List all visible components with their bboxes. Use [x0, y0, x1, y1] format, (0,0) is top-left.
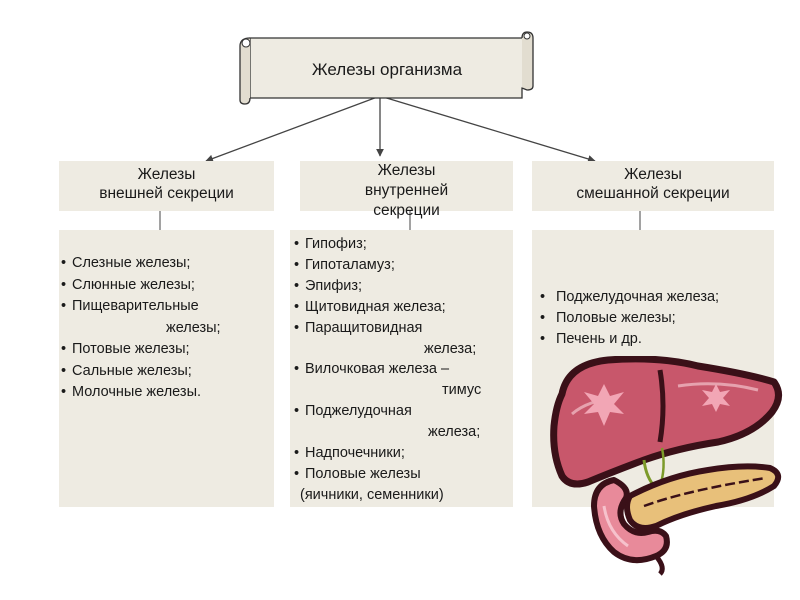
list-item: • Половые железы;	[540, 308, 770, 329]
item-text: Поджелудочная железа;	[556, 289, 720, 305]
item-continuation: железа;	[428, 424, 481, 441]
bullet: •	[61, 362, 67, 379]
item-text: Щитовидная железа;	[305, 298, 446, 315]
list-item: • Надпочечники;	[294, 443, 510, 464]
list-item: • Гипоталамуз;	[294, 255, 510, 276]
mixed-glands-list: •Поджелудочная железа; •Половые железы; …	[540, 287, 770, 350]
title-scroll	[239, 31, 534, 105]
bullet: •	[540, 289, 546, 305]
bullet: •	[61, 384, 67, 400]
item-text: Потовые железы;	[72, 341, 190, 357]
diagram-title: Железы организма	[311, 60, 463, 79]
bullet: •	[61, 276, 67, 293]
list-item: • Гипофиз;	[294, 234, 510, 255]
list-item: • Потовые железы;	[61, 339, 271, 361]
item-text: Эпифиз;	[305, 277, 363, 294]
item-text: Паращитовидная	[305, 319, 423, 336]
bullet: •	[294, 319, 300, 336]
liver-icon	[550, 356, 782, 488]
item-text: Вилочковая железа –	[305, 361, 450, 378]
bullet: •	[294, 445, 300, 462]
item-text: Гипофиз;	[305, 236, 367, 252]
duodenum-icon	[591, 477, 670, 576]
pancreas-icon	[624, 463, 782, 531]
bullet: •	[61, 298, 67, 314]
bullet: •	[540, 310, 546, 326]
bullet: •	[294, 277, 300, 294]
list-item: • Вилочковая железа – тимус	[294, 359, 510, 401]
category-internal-secretion: Железы внутренней секреции	[300, 161, 513, 219]
item-continuation: железы;	[166, 319, 221, 336]
arrow-to-mixed	[379, 95, 596, 163]
arrow-to-external	[205, 95, 381, 163]
list-box-external	[59, 230, 274, 507]
list-item: • Печень и др.	[540, 329, 770, 350]
bullet: •	[61, 255, 67, 271]
list-item: • Поджелудочная железа;	[294, 401, 510, 443]
list-item: • Пищеварительные железы;	[61, 296, 271, 339]
list-item: • Молочные железы.	[61, 382, 271, 404]
item-text: Слюнные железы;	[72, 276, 195, 293]
item-text: Поджелудочная	[305, 403, 412, 420]
item-text: Половые железы	[305, 465, 421, 482]
item-continuation: (яичники, семенники)	[300, 486, 444, 503]
item-text: Печень и др.	[556, 331, 642, 347]
item-continuation: железа;	[424, 340, 477, 357]
bullet: •	[294, 465, 300, 482]
list-item: • Поджелудочная железа;	[540, 287, 770, 308]
internal-glands-list: • Гипофиз; • Гипоталамуз; • Эпифиз; • Щитови…	[294, 234, 510, 506]
category-mixed-secretion: Железы смешанной секреции	[532, 161, 774, 211]
bullet: •	[61, 341, 67, 357]
liver-pancreas-illustration	[550, 356, 782, 576]
category-external-secretion: Железы внешней секреции	[59, 161, 274, 211]
list-item: • Сальные железы;	[61, 361, 271, 383]
bullet: •	[294, 298, 300, 315]
item-continuation: тимус	[442, 382, 482, 399]
list-box-internal	[290, 230, 513, 507]
list-item: • Половые железы (яичники, семенники)	[294, 464, 510, 506]
item-text: Надпочечники;	[305, 445, 405, 462]
bullet: •	[294, 256, 300, 273]
list-item: • Слезные железы;	[61, 253, 271, 275]
item-text: Молочные железы.	[72, 384, 202, 400]
bullet: •	[294, 361, 300, 378]
item-text: Слезные железы;	[72, 255, 191, 271]
item-text: Половые железы;	[556, 310, 676, 326]
list-item: • Эпифиз;	[294, 276, 510, 297]
list-item: • Слюнные железы;	[61, 275, 271, 297]
external-glands-list: • Слезные железы; • Слюнные железы; • Пищев…	[61, 253, 271, 404]
list-item: • Щитовидная железа;	[294, 297, 510, 318]
bullet: •	[294, 403, 300, 420]
item-text: Пищеварительные	[72, 298, 199, 314]
item-text: Сальные железы;	[72, 362, 192, 379]
bullet: •	[540, 331, 546, 347]
item-text: Гипоталамуз;	[305, 256, 395, 273]
bullet: •	[294, 236, 300, 252]
